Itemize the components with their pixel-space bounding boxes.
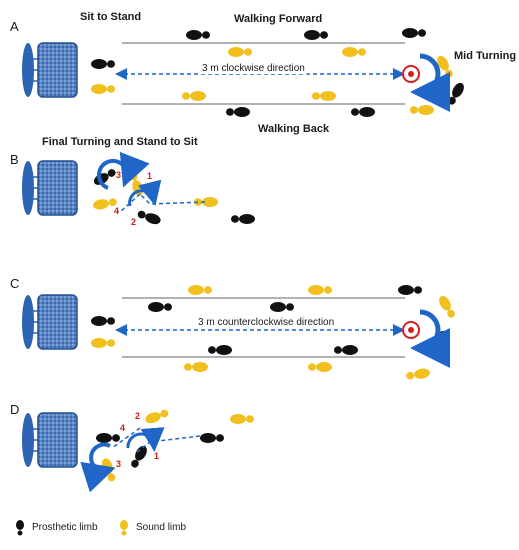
sound-foot-icon <box>410 105 434 115</box>
panel-letter: B <box>10 152 19 167</box>
turn-arrow <box>410 309 451 368</box>
sound-foot-icon <box>182 91 206 101</box>
panel-c-diagram <box>21 285 458 382</box>
panel-d-diagram <box>21 407 254 493</box>
prosthetic-foot-icon <box>208 345 232 355</box>
sound-foot-icon <box>342 47 366 57</box>
sound-foot-icon <box>143 407 170 426</box>
sit-to-stand-label: Sit to Stand <box>80 11 142 23</box>
step-number: 1 <box>147 171 153 181</box>
prosthetic-foot-icon <box>402 28 426 38</box>
step-number: 4 <box>120 423 126 433</box>
prosthetic-foot-icon <box>91 59 115 69</box>
prosthetic-foot-icon <box>96 433 120 443</box>
step-number: 2 <box>131 217 137 227</box>
step-number: 3 <box>116 459 122 469</box>
turn-target-icon <box>402 65 420 83</box>
legend-sound-icon <box>120 520 128 536</box>
legend-prosthetic-icon <box>16 520 24 536</box>
panel-letter: C <box>10 276 20 291</box>
turn-arrow <box>97 151 150 190</box>
turn-arrow <box>80 442 116 493</box>
prosthetic-foot-icon <box>398 285 422 295</box>
chair-icon <box>21 42 78 98</box>
walking-forward-label: Walking Forward <box>234 13 323 25</box>
turn-arrow <box>410 53 451 112</box>
step-number: 3 <box>116 170 122 180</box>
panel-letter: D <box>10 402 20 417</box>
prosthetic-foot-icon <box>304 30 328 40</box>
sound-foot-icon <box>312 91 336 101</box>
turn-arrow <box>128 179 162 207</box>
sound-foot-icon <box>436 293 458 320</box>
turn-target-icon <box>402 321 420 339</box>
sound-foot-icon <box>91 84 115 94</box>
step-number: 2 <box>135 411 141 421</box>
prosthetic-foot-icon <box>334 345 358 355</box>
prosthetic-foot-icon <box>226 107 250 117</box>
final-turning-label: Final Turning and Stand to Sit <box>42 136 198 148</box>
step-path <box>119 193 141 213</box>
prosthetic-foot-icon <box>186 30 210 40</box>
step-path <box>111 427 141 449</box>
sound-foot-icon <box>230 414 254 424</box>
prosthetic-foot-icon <box>136 208 163 227</box>
sound-foot-icon <box>405 367 431 382</box>
distance-label: 3 m counterclockwise direction <box>196 317 337 328</box>
sound-foot-icon <box>91 338 115 348</box>
prosthetic-foot-icon <box>445 80 467 107</box>
step-path <box>139 193 206 205</box>
panel-letter: A <box>10 19 19 34</box>
legend-sound-label: Sound limb <box>136 522 187 533</box>
sound-foot-icon <box>228 47 252 57</box>
chair-icon <box>21 160 78 216</box>
distance-label: 3 m clockwise direction <box>200 63 307 74</box>
sound-foot-icon <box>184 362 208 372</box>
mid-turning-label: Mid Turning <box>454 50 517 62</box>
sound-foot-icon <box>308 285 332 295</box>
chair-icon <box>21 294 78 350</box>
prosthetic-foot-icon <box>351 107 375 117</box>
prosthetic-foot-icon <box>200 433 224 443</box>
panel-b-diagram <box>21 151 255 227</box>
panel-a-diagram <box>21 28 467 117</box>
walking-back-label: Walking Back <box>258 123 330 135</box>
sound-foot-icon <box>308 362 332 372</box>
chair-icon <box>21 412 78 468</box>
prosthetic-foot-icon <box>128 443 150 470</box>
step-number: 1 <box>154 451 160 461</box>
turn-arrow <box>126 427 165 452</box>
sound-foot-icon <box>188 285 212 295</box>
prosthetic-foot-icon <box>148 302 172 312</box>
prosthetic-foot-icon <box>91 316 115 326</box>
prosthetic-foot-icon <box>231 214 255 224</box>
prosthetic-foot-icon <box>270 302 294 312</box>
step-number: 4 <box>114 206 120 216</box>
legend-prosthetic-label: Prosthetic limb <box>32 522 98 533</box>
